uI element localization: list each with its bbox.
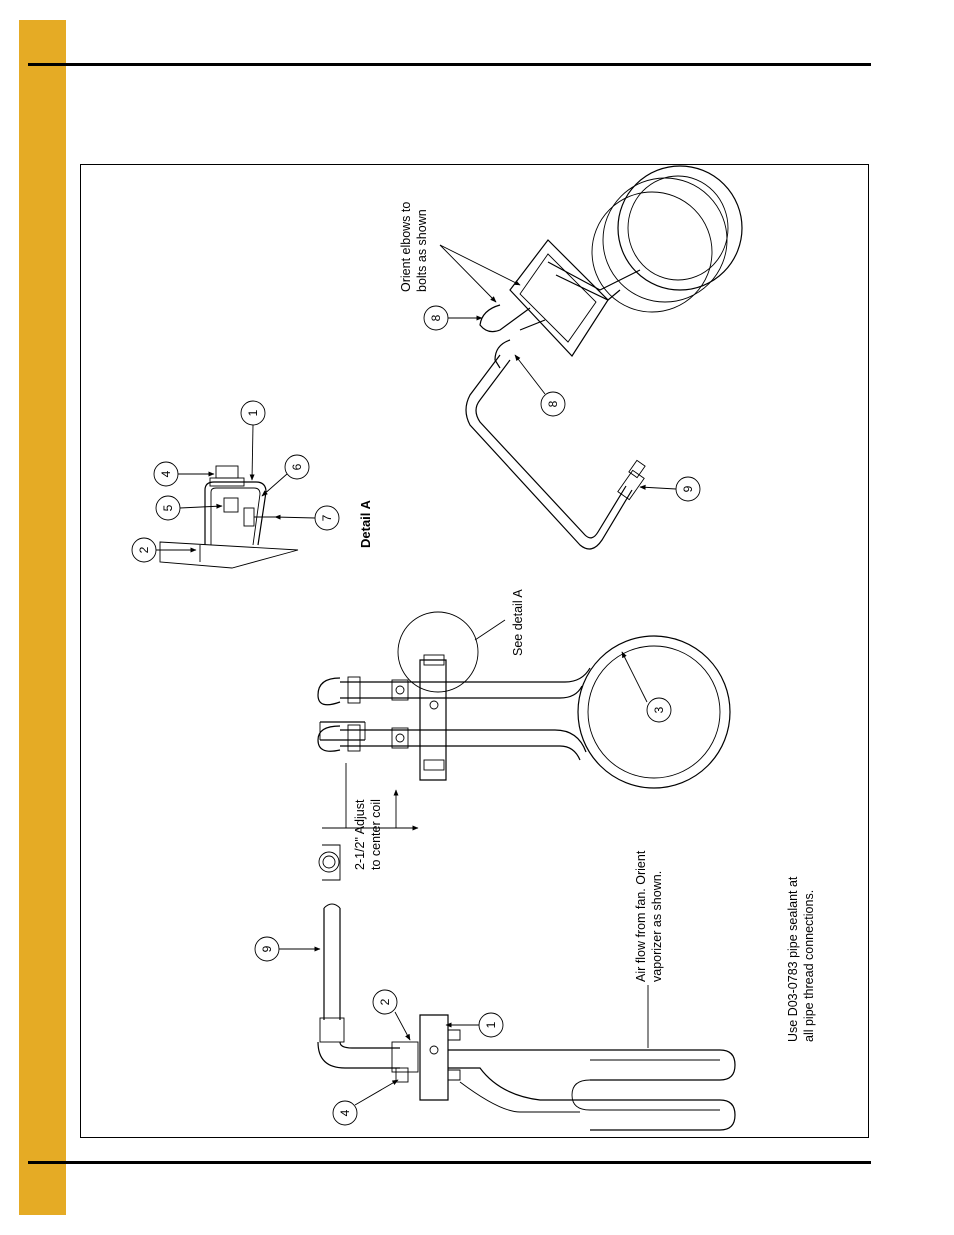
adjust-dimension <box>322 763 419 831</box>
header-rule <box>28 63 871 66</box>
airflow-note-line1: Air flow from fan. Orient <box>634 850 648 982</box>
front-view <box>317 635 731 881</box>
orient-elbows-leader-2 <box>439 244 521 286</box>
detail-a-callout-4: 4 <box>153 461 215 487</box>
svg-text:4: 4 <box>338 1109 352 1116</box>
detail-a-callout-7: 7 <box>274 505 340 531</box>
yellow-side-tab <box>19 20 66 1215</box>
airflow-note-line2: vaporizer as shown. <box>650 871 664 982</box>
svg-text:2: 2 <box>378 998 392 1005</box>
side-callout-4: 4 <box>332 1079 399 1126</box>
see-detail-leader <box>474 619 506 641</box>
adjust-note-line1: 2-1/2" Adjust <box>353 799 367 870</box>
svg-text:9: 9 <box>681 485 695 492</box>
footer-rule <box>28 1161 871 1164</box>
orient-elbows-note-line1: Orient elbows to <box>399 202 413 292</box>
detail-a-title: Detail A <box>358 499 373 548</box>
see-detail-note: See detail A <box>511 589 525 656</box>
svg-text:1: 1 <box>246 409 260 416</box>
side-callout-9: 9 <box>254 936 321 962</box>
sealant-note-line2: all pipe thread connections. <box>802 890 816 1042</box>
detail-a-view <box>159 465 299 569</box>
svg-text:7: 7 <box>320 514 334 521</box>
iso-callout-9: 9 <box>639 476 701 502</box>
detail-a-callout-6: 6 <box>261 454 310 497</box>
adjust-note-line2: to center coil <box>369 799 383 870</box>
isometric-view <box>465 165 743 550</box>
svg-text:5: 5 <box>161 504 175 511</box>
callout-4-text: 4 <box>159 470 173 477</box>
svg-text:8: 8 <box>429 314 443 321</box>
orient-elbows-note-line2: bolts as shown <box>415 209 429 292</box>
detail-a-reference-circle <box>397 611 479 693</box>
orient-elbows-leader-1 <box>439 244 497 303</box>
svg-text:9: 9 <box>260 945 274 952</box>
svg-text:3: 3 <box>652 706 666 713</box>
figure-frame <box>80 164 869 1138</box>
detail-a-callout-5: 5 <box>155 495 223 521</box>
iso-callout-8-bottom: 8 <box>514 354 566 417</box>
iso-callout-8-top: 8 <box>423 305 483 331</box>
sealant-note-line1: Use D03-0783 pipe sealant at <box>786 876 800 1042</box>
svg-text:8: 8 <box>546 400 560 407</box>
detail-a-callout-2: 2 <box>131 537 197 563</box>
detail-a-callout-1: 1 <box>240 400 266 481</box>
side-view <box>317 903 736 1131</box>
front-callout-3: 3 <box>621 651 672 723</box>
svg-text:2: 2 <box>137 546 151 553</box>
svg-text:6: 6 <box>290 463 304 470</box>
svg-text:1: 1 <box>484 1021 498 1028</box>
side-callout-1: 1 <box>445 1012 504 1038</box>
side-callout-2: 2 <box>372 989 411 1041</box>
